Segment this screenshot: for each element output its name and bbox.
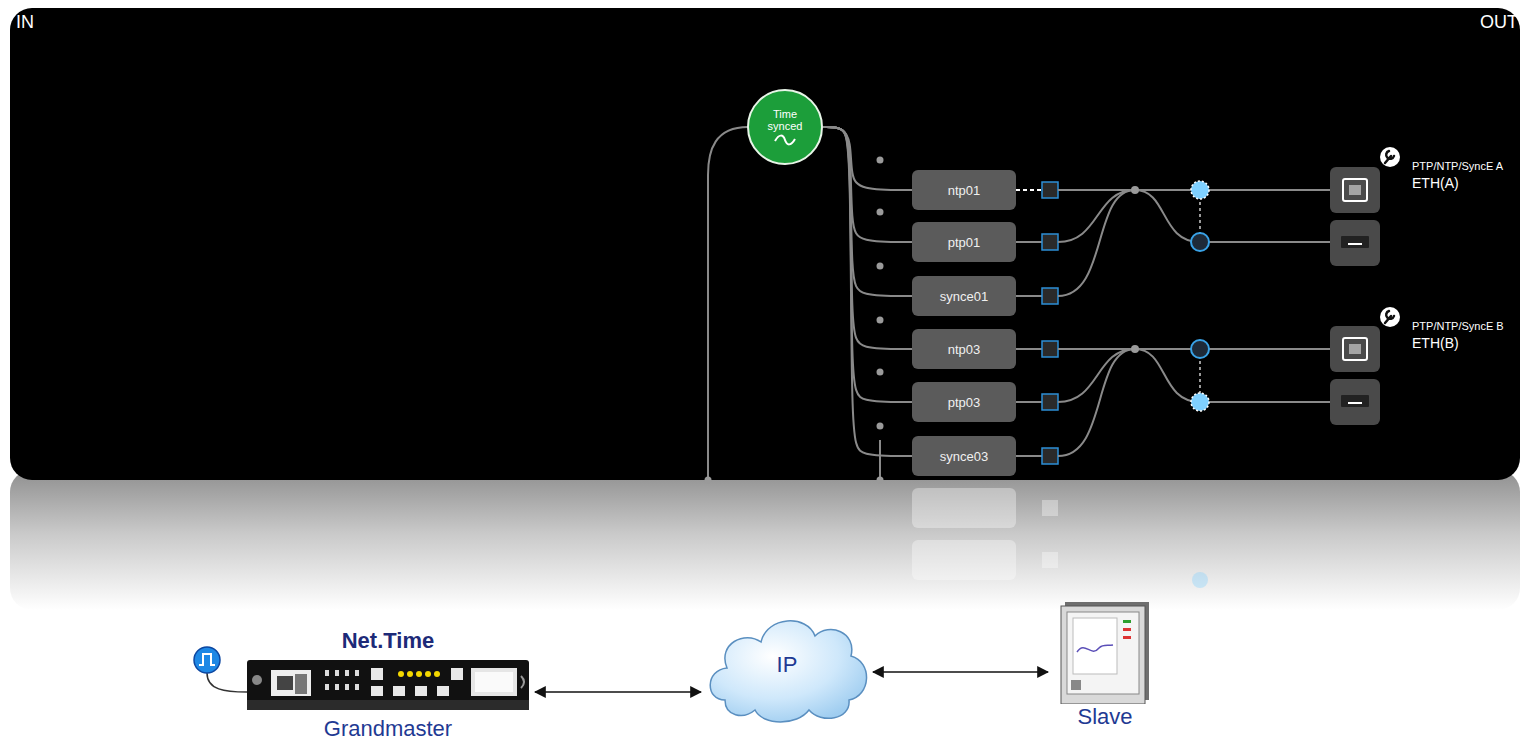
box-label: ntp01	[948, 183, 981, 198]
device-role: Slave	[1077, 704, 1132, 730]
output-box: synce03	[912, 436, 1016, 476]
signal-line	[823, 127, 912, 296]
network-link	[535, 691, 701, 693]
slave-device: Slave	[1050, 596, 1160, 730]
device-role: Grandmaster	[324, 716, 452, 742]
signal-line	[823, 127, 912, 242]
signal-line	[823, 127, 912, 456]
signal-line	[823, 127, 912, 402]
wrench-icon	[1380, 147, 1400, 327]
cloud-label: IP	[703, 652, 871, 678]
status-circle: Time synced	[747, 89, 823, 165]
box-label: synce03	[940, 449, 988, 464]
reflection	[10, 470, 1520, 610]
panel-heading: OUT	[1480, 12, 1518, 33]
junction-dots	[705, 157, 884, 484]
port-routing	[1058, 190, 1330, 456]
box-label: ntp03	[948, 342, 981, 357]
pulse-icon	[194, 647, 247, 692]
device-brand: Net.Time	[342, 628, 435, 654]
network-link	[873, 671, 1048, 673]
output-box: synce01	[912, 276, 1016, 316]
relay-device	[1057, 596, 1153, 704]
box-label: ptp01	[948, 235, 981, 250]
rack-device	[245, 656, 531, 714]
panel-heading: IN	[16, 12, 34, 33]
output-box: ptp01	[912, 222, 1016, 262]
port-icons	[1330, 167, 1380, 425]
port-name: ETH(A)	[1412, 175, 1459, 191]
signal-line	[823, 127, 912, 190]
box-label: ptp03	[948, 395, 981, 410]
panel	[10, 8, 1520, 480]
output-squares	[1016, 182, 1058, 464]
signal-line	[823, 127, 912, 349]
output-box: ptp03	[912, 382, 1016, 422]
port-caption: PTP/NTP/SyncE B	[1412, 320, 1504, 332]
trunk-line	[708, 127, 748, 480]
grandmaster-device: Net.TimeGrandmaster	[243, 628, 533, 742]
ip-cloud: IP	[703, 608, 871, 726]
port-caption: PTP/NTP/SyncE A	[1412, 160, 1503, 172]
output-box: ntp03	[912, 329, 1016, 369]
output-box: ntp01	[912, 170, 1016, 210]
switch-dots	[1131, 181, 1209, 411]
status-text: Time synced	[757, 108, 813, 132]
reflection-boxes	[912, 488, 1208, 588]
sine-symbol	[773, 134, 797, 146]
port-name: ETH(B)	[1412, 335, 1459, 351]
box-label: synce01	[940, 289, 988, 304]
